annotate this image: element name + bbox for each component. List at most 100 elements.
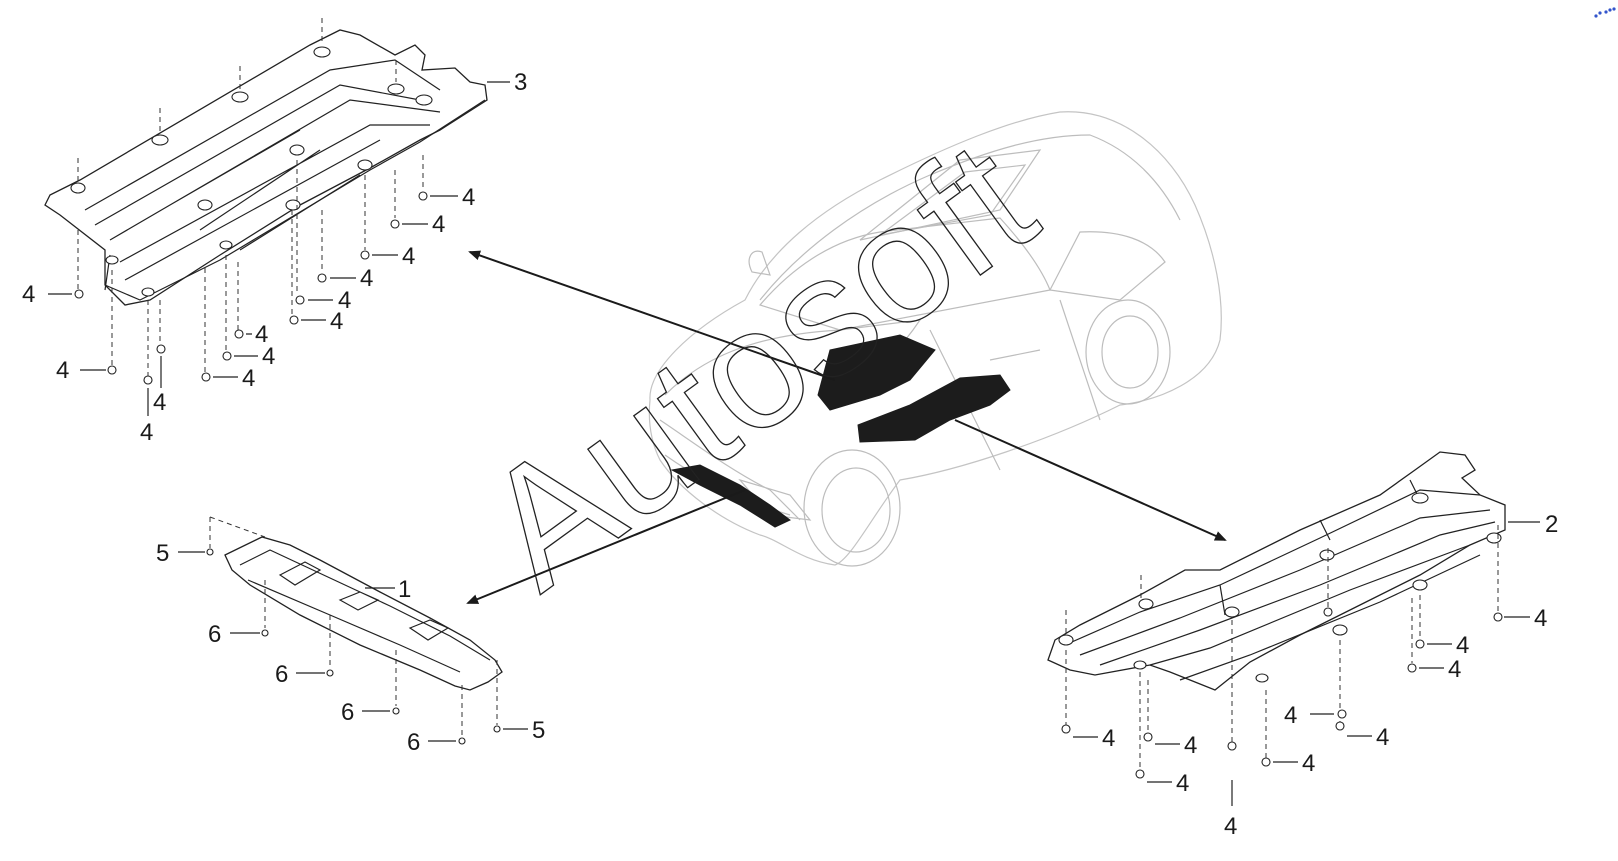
- car-roof: [759, 134, 1181, 301]
- callout-4: 4: [1456, 632, 1469, 659]
- nut: [156, 344, 166, 354]
- pointer-arrows: [466, 250, 1227, 604]
- nut: [1261, 757, 1271, 767]
- boss: [105, 255, 119, 265]
- shield-1-fastener-axes: [209, 516, 498, 736]
- callout-6: 6: [341, 699, 354, 726]
- boss: [1411, 492, 1429, 504]
- nut: [1143, 732, 1153, 742]
- callout-6: 6: [407, 729, 420, 756]
- callout-4: 4: [153, 389, 166, 416]
- boss: [197, 199, 213, 211]
- car-rear-wheel-inner: [1101, 315, 1159, 389]
- car-sunroof: [859, 149, 1042, 241]
- boss: [289, 144, 305, 156]
- nut: [360, 250, 370, 260]
- callout-2: 2: [1545, 511, 1558, 538]
- callout-5: 5: [532, 717, 545, 744]
- callout-3: 3: [514, 69, 527, 96]
- nut: [1227, 741, 1237, 751]
- underbody-shield-1: 1 5 6 6 6 6 5: [156, 516, 545, 756]
- callout-4: 4: [432, 211, 445, 238]
- nut: [1407, 663, 1417, 673]
- callout-4: 4: [1102, 725, 1115, 752]
- nut: [234, 329, 244, 339]
- callout-4: 4: [22, 281, 35, 308]
- boss: [219, 240, 233, 250]
- shield-1-outline: [224, 536, 503, 691]
- nut: [390, 219, 400, 229]
- car-shield-rear-highlight: [817, 334, 936, 411]
- clip: [392, 707, 400, 715]
- clip: [326, 669, 334, 677]
- shield-3-bosses: [70, 46, 433, 297]
- arrow-to-shield-3: [468, 250, 836, 381]
- shield-2-outline: [1047, 451, 1506, 691]
- car-sunroof-inner: [879, 164, 1027, 236]
- car-side-window: [1049, 231, 1166, 301]
- car-windshield: [758, 217, 1051, 331]
- shield-3-leaders: [48, 81, 510, 416]
- nut: [1061, 724, 1071, 734]
- callout-4: 4: [1534, 605, 1547, 632]
- callout-5: 5: [156, 540, 169, 567]
- arrow-to-shield-2: [954, 419, 1227, 541]
- nut: [418, 191, 428, 201]
- shield-1-leaders: [178, 551, 528, 742]
- boss: [1486, 532, 1502, 544]
- nut: [74, 289, 84, 299]
- boss: [1255, 673, 1269, 683]
- nut: [1493, 612, 1503, 622]
- car-mirror: [748, 250, 771, 276]
- shield-2-fastener-axes: [1065, 525, 1499, 770]
- shield-2-nuts: [1061, 607, 1503, 779]
- car-front-wheel-inner: [821, 467, 891, 553]
- shield-3-outline: [44, 29, 488, 306]
- car-body: [648, 111, 1222, 566]
- callout-4: 4: [140, 419, 153, 446]
- screw: [493, 725, 501, 733]
- boss: [70, 182, 86, 194]
- shield-3-fastener-axes: [77, 18, 424, 376]
- clip: [261, 629, 269, 637]
- arrow-to-shield-1: [466, 489, 746, 604]
- nut: [1415, 639, 1425, 649]
- nut: [295, 295, 305, 305]
- boss: [313, 46, 331, 58]
- boss: [1058, 634, 1074, 646]
- dots-icon: [1594, 7, 1616, 18]
- car-shield-side-highlight: [857, 374, 1011, 443]
- shield-3-nuts: [74, 191, 428, 385]
- nut: [289, 315, 299, 325]
- nut: [1335, 721, 1345, 731]
- boss: [415, 94, 433, 106]
- boss: [141, 287, 155, 297]
- callout-4: 4: [262, 343, 275, 370]
- callout-1: 1: [398, 576, 411, 603]
- callout-6: 6: [208, 621, 221, 648]
- boss: [1224, 606, 1240, 618]
- car-front-wheel: [803, 449, 901, 567]
- boss: [285, 199, 301, 211]
- callout-4: 4: [1176, 770, 1189, 797]
- callout-6: 6: [275, 661, 288, 688]
- callout-4: 4: [1224, 813, 1237, 840]
- boss: [1138, 598, 1154, 610]
- clip: [458, 737, 466, 745]
- shield-1-ribs: [239, 549, 491, 673]
- nut: [222, 351, 232, 361]
- boss: [1412, 579, 1428, 591]
- callout-4: 4: [338, 287, 351, 314]
- shield-3-front-lip: [104, 99, 486, 301]
- nut: [201, 372, 211, 382]
- nut: [317, 273, 327, 283]
- nut: [1337, 709, 1347, 719]
- screw: [206, 548, 214, 556]
- callout-4: 4: [330, 308, 343, 335]
- shield-2-bosses: [1058, 492, 1502, 683]
- boss: [231, 91, 249, 103]
- car-rear-wheel: [1085, 299, 1171, 405]
- callout-4: 4: [402, 243, 415, 270]
